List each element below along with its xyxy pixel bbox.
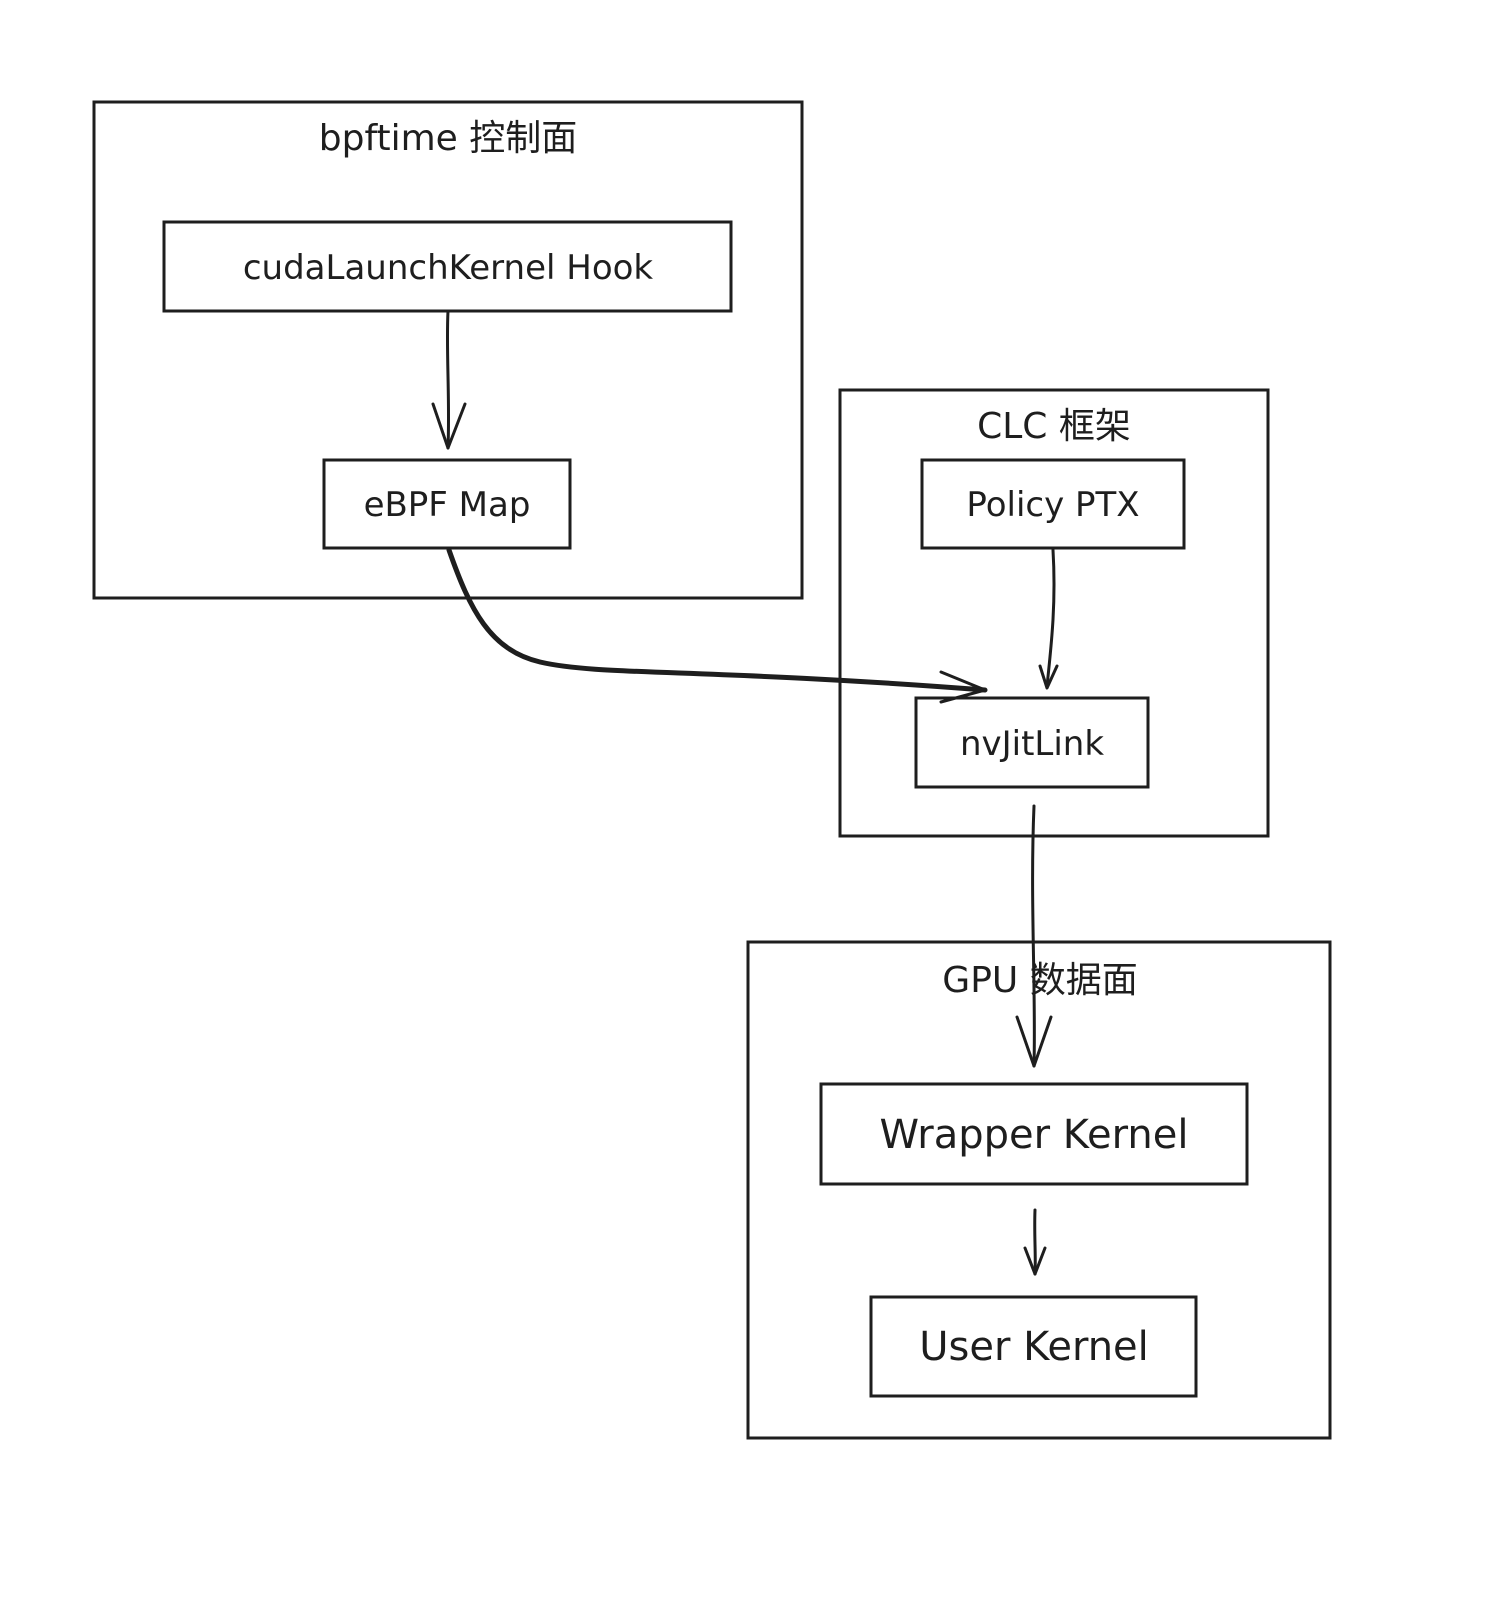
group-clc-framework: CLC 框架 [838,388,1270,838]
node-wrapper-kernel-label: Wrapper Kernel [880,1112,1189,1158]
node-user-kernel-label: User Kernel [919,1324,1149,1370]
node-nvjitlink: nvJitLink [914,696,1150,789]
node-wrapper-kernel: Wrapper Kernel [819,1082,1249,1186]
arrow-nvjitlink-to-wrapper-kernel [1015,804,1053,1068]
arrow-wrapper-to-user-kernel [1023,1208,1047,1276]
node-user-kernel: User Kernel [869,1295,1198,1398]
node-nvjitlink-label: nvJitLink [960,724,1104,764]
node-policy-ptx: Policy PTX [920,458,1186,550]
node-ebpf-map: eBPF Map [322,458,572,550]
group-control-plane: bpftime 控制面 [92,100,804,600]
arrow-ebpf-map-to-nvjitlink [446,547,988,704]
node-policy-ptx-label: Policy PTX [966,485,1139,525]
arrow-policy-ptx-to-nvjitlink [1038,548,1059,690]
group-gpu-data-plane: GPU 数据面 [746,940,1332,1440]
node-cudalaunchkernel-hook: cudaLaunchKernel Hook [162,220,733,313]
group-clc-framework-label: CLC 框架 [977,406,1131,447]
node-ebpf-map-label: eBPF Map [364,485,531,525]
group-control-plane-label: bpftime 控制面 [319,118,578,159]
node-cudalaunchkernel-hook-label: cudaLaunchKernel Hook [243,248,654,288]
arrow-hook-to-ebpf-map [431,309,467,450]
group-gpu-data-plane-label: GPU 数据面 [942,960,1137,1001]
